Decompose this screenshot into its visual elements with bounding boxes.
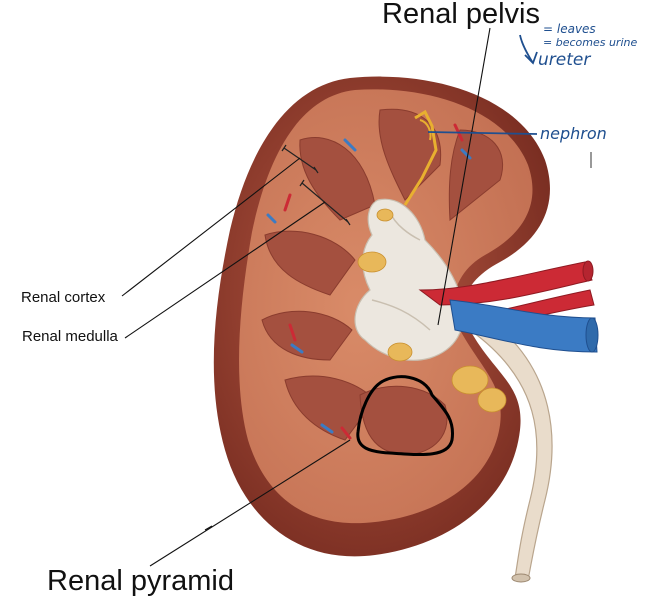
- label-renal-pyramid: Renal pyramid: [47, 565, 234, 597]
- arcuate-artery-1: [283, 193, 292, 212]
- note-nephron: nephron: [540, 124, 607, 143]
- nephron-pointer: [427, 131, 538, 135]
- pyramid-left: [264, 230, 356, 296]
- leader-renal-pyramid: [149, 439, 351, 567]
- ureter-arrow: [519, 34, 534, 64]
- arcuate-vein-3: [460, 148, 472, 160]
- pyramid-bottom: [359, 385, 448, 456]
- renal-artery-end: [582, 260, 594, 282]
- arcuate-vein-2: [266, 213, 277, 224]
- fat-lobule-3: [451, 365, 489, 395]
- pyramid-top: [378, 108, 442, 201]
- renal-artery: [418, 261, 593, 306]
- label-renal-pelvis: Renal pelvis: [382, 0, 540, 30]
- calyx-minor-2: [371, 299, 431, 331]
- leader-lines: [121, 27, 491, 567]
- nephron-loop: [419, 119, 432, 141]
- fat-lobule-4: [477, 387, 507, 413]
- label-renal-cortex: Renal cortex: [21, 289, 106, 306]
- handwritten-marks: [427, 34, 538, 135]
- ureter-arrowhead: [524, 51, 538, 65]
- leader-kidney-edge: [204, 525, 213, 531]
- arcuate-vein-4: [290, 343, 304, 354]
- renal-vein-end: [585, 317, 599, 353]
- note-becomes-urine: = becomes urine: [543, 36, 638, 49]
- renal-pyramid-outline: [356, 375, 455, 457]
- note-ureter: ureter: [538, 50, 591, 70]
- arcuate-vein-1: [343, 138, 357, 152]
- label-renal-medulla: Renal medulla: [22, 328, 118, 345]
- renal-vein: [449, 299, 598, 353]
- leader-renal-cortex: [121, 157, 301, 297]
- nephron-drawing: [403, 109, 438, 206]
- fat-lobule-2: [387, 342, 413, 362]
- fat-lobule-5: [376, 208, 394, 222]
- arcuate-vein-5: [320, 423, 334, 434]
- arcuate-artery-4: [340, 426, 352, 440]
- leader-renal-pelvis: [437, 27, 491, 326]
- fat-lobule-1: [357, 251, 387, 273]
- arcuate-artery-3: [288, 323, 297, 342]
- pyramid-mid-left: [261, 310, 353, 361]
- leader-renal-medulla: [124, 201, 326, 339]
- note-leaves: = leaves: [543, 22, 596, 36]
- arcuate-vessels: [266, 123, 472, 440]
- renal-sinus-fat: [357, 208, 507, 413]
- ureter-opening: [511, 573, 531, 583]
